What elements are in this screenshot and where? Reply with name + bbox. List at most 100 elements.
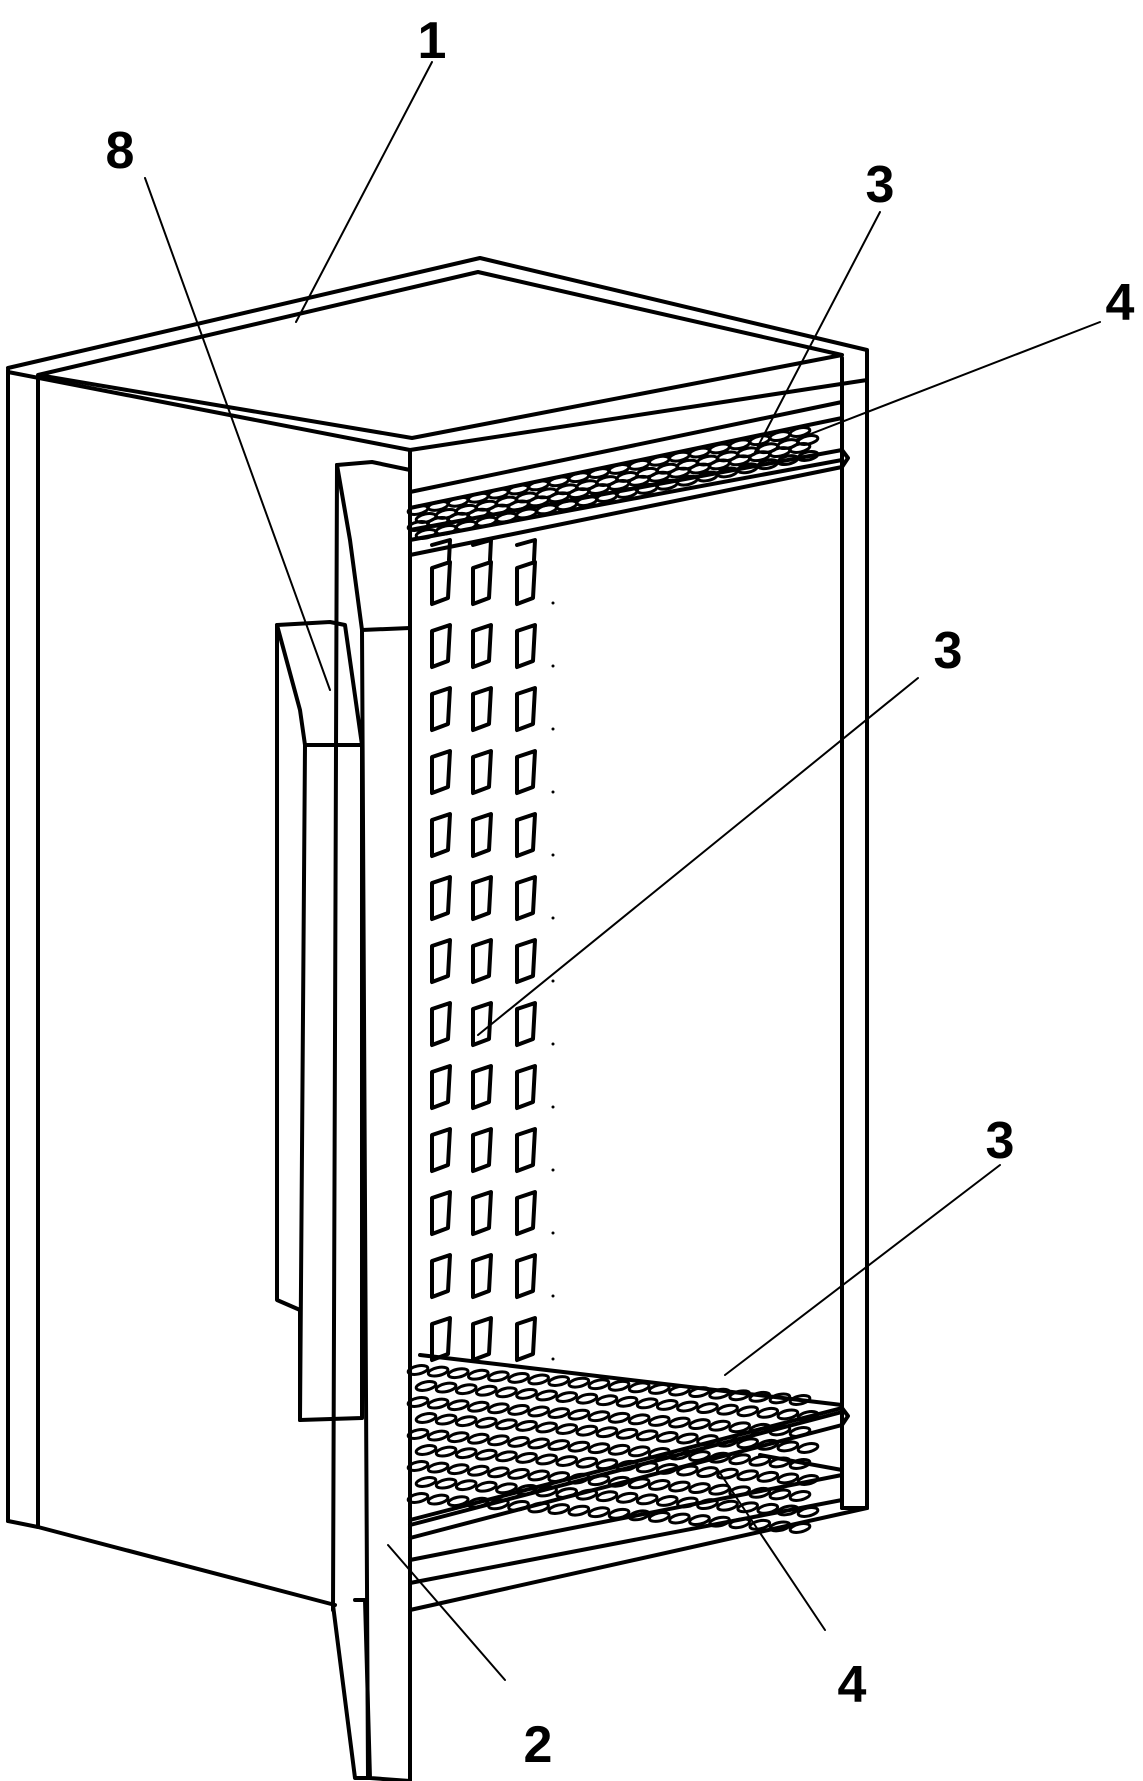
- leader-lines: [144, 61, 1101, 1681]
- panel-hole: [430, 1001, 452, 1047]
- panel-hole: [515, 875, 537, 921]
- panel-hole: [471, 938, 493, 984]
- mesh-cell: [668, 1448, 691, 1461]
- mesh-cell: [776, 1472, 800, 1485]
- mesh-cell: [466, 1464, 490, 1477]
- mesh-cell: [575, 1456, 599, 1469]
- mesh-cell: [788, 1490, 812, 1502]
- mesh-cell: [507, 1499, 530, 1512]
- mesh-cell: [607, 1443, 631, 1456]
- panel-dot: [551, 1105, 555, 1109]
- callout-4-upper: 4: [1106, 274, 1135, 332]
- door-panel: [335, 460, 412, 1781]
- mesh-cell: [434, 1445, 458, 1458]
- mesh-cell: [527, 1437, 550, 1450]
- mesh-cell: [426, 1493, 450, 1506]
- mesh-cell: [716, 1467, 739, 1480]
- mesh-cell: [716, 1435, 739, 1448]
- upper-shelf-outline: [408, 400, 844, 510]
- mesh-cell: [647, 1383, 671, 1395]
- mesh-cell: [527, 1501, 550, 1514]
- panel-hole: [471, 749, 493, 795]
- mesh-cell: [595, 1490, 619, 1503]
- callout-4-lower: 4: [838, 1656, 867, 1714]
- panel-hole: [515, 538, 537, 562]
- mesh-cell: [495, 1418, 518, 1431]
- leader-4-upper: [794, 321, 1101, 441]
- panel-dot: [551, 979, 555, 983]
- leader-4-lower: [717, 1469, 826, 1631]
- panel-hole: [471, 1001, 493, 1047]
- mesh-cell: [688, 1514, 711, 1527]
- mesh-cell: [487, 1466, 510, 1479]
- mesh-cell: [748, 1486, 772, 1499]
- mesh-cell: [567, 1504, 591, 1517]
- mesh-cell: [414, 1444, 438, 1456]
- mesh-cell: [788, 1522, 812, 1534]
- door: [331, 460, 412, 1781]
- door-hinge-edge: [331, 463, 339, 1612]
- panel-hole: [515, 1190, 537, 1236]
- mesh-cell: [796, 450, 820, 462]
- mesh-cell: [756, 1438, 780, 1451]
- panel-hole: [515, 749, 537, 795]
- panel-dot: [551, 727, 555, 731]
- mesh-cell: [595, 1458, 619, 1471]
- mesh-cell: [647, 1415, 671, 1427]
- panel-hole: [471, 812, 493, 858]
- mesh-cell: [668, 1384, 691, 1397]
- panel-hole: [471, 1064, 493, 1110]
- mesh-cell: [495, 1482, 518, 1495]
- mesh-cell: [655, 1495, 679, 1507]
- mesh-cell: [426, 1429, 450, 1442]
- handle-front-edge: [298, 743, 307, 1422]
- callout-2: 2: [524, 1716, 553, 1774]
- mesh-cell: [414, 1412, 438, 1424]
- mesh-cell: [668, 1416, 691, 1429]
- mesh-cell: [507, 1371, 530, 1384]
- mesh-cell: [668, 1480, 691, 1493]
- mesh-cell: [547, 1439, 571, 1451]
- panel-hole: [471, 623, 493, 669]
- mesh-cell: [696, 1434, 719, 1447]
- panel-dot: [551, 1168, 555, 1172]
- mesh-cell: [487, 1402, 510, 1415]
- panel-dot: [551, 1042, 555, 1046]
- handle-body: [275, 620, 364, 1422]
- panel-hole: [430, 812, 452, 858]
- door-top-bevel: [335, 463, 412, 632]
- mesh-cell: [507, 1467, 530, 1480]
- leader-2: [387, 1544, 506, 1681]
- panel-dot: [551, 853, 555, 857]
- top-frame-outer: [6, 256, 869, 452]
- mesh-cell: [796, 1442, 820, 1454]
- mesh-cell: [688, 1450, 711, 1463]
- panel-dot: [551, 601, 555, 605]
- mesh-cell: [756, 1470, 780, 1483]
- mesh-cell: [515, 1483, 538, 1496]
- panel-hole: [515, 560, 537, 606]
- mesh-cell: [474, 1416, 498, 1429]
- lower-shelf-mesh: [406, 1364, 820, 1534]
- mesh-cell: [487, 1370, 510, 1383]
- panel-hole: [515, 938, 537, 984]
- mesh-cell: [676, 1400, 699, 1413]
- mesh-cell: [796, 1506, 820, 1518]
- mesh-cell: [736, 1469, 760, 1482]
- mesh-cell: [696, 1498, 719, 1511]
- mesh-cell: [555, 1423, 579, 1435]
- mesh-cell: [728, 1389, 752, 1402]
- leader-8: [144, 177, 331, 691]
- leader-3-middle: [477, 677, 919, 1036]
- mesh-cell: [567, 1408, 591, 1421]
- mesh-cell: [547, 1407, 571, 1419]
- mesh-cell: [615, 1459, 639, 1472]
- panel-dot: [551, 790, 555, 794]
- mesh-cell: [736, 1437, 760, 1450]
- mesh-cell: [696, 1402, 719, 1415]
- panel-hole: [471, 560, 493, 606]
- panel-hole: [471, 875, 493, 921]
- panel-hole: [515, 812, 537, 858]
- door-bottom-bevel: [331, 1603, 372, 1780]
